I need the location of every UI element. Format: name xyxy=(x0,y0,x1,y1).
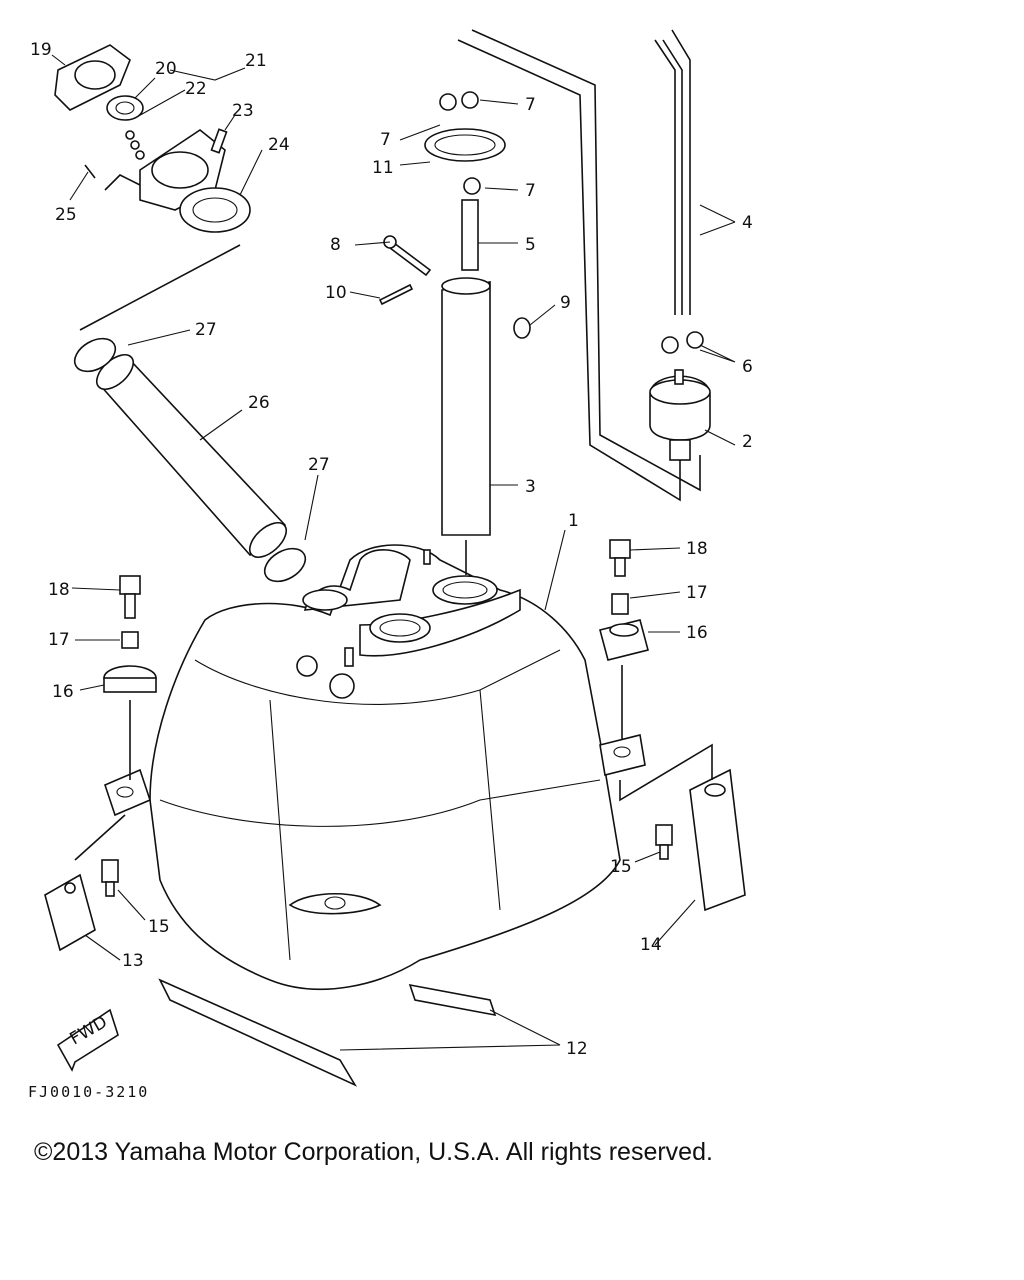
label-part-14: 14 xyxy=(640,935,662,955)
label-part-22: 22 xyxy=(185,79,207,99)
label-part-15a: 15 xyxy=(148,917,170,937)
label-part-5: 5 xyxy=(525,235,536,255)
label-part-25: 25 xyxy=(55,205,77,225)
label-part-10: 10 xyxy=(325,283,347,303)
label-part-8: 8 xyxy=(330,235,341,255)
tank-pads xyxy=(158,978,497,1087)
label-part-21: 21 xyxy=(245,51,267,71)
label-part-20: 20 xyxy=(155,59,177,79)
filler-cap-assembly xyxy=(54,44,251,233)
sender-tube xyxy=(424,29,701,575)
label-part-16a: 16 xyxy=(52,682,74,702)
mount-hardware-right xyxy=(599,539,746,912)
label-part-18b: 18 xyxy=(686,539,708,559)
small-fasteners xyxy=(378,235,531,339)
label-part-19: 19 xyxy=(30,40,52,60)
fuel-tank xyxy=(104,544,646,991)
label-part-7b: 7 xyxy=(380,130,391,150)
label-part-4: 4 xyxy=(742,213,753,233)
label-part-26: 26 xyxy=(248,393,270,413)
diagram-code: FJ0010-3210 xyxy=(28,1083,149,1101)
label-part-17b: 17 xyxy=(686,583,708,603)
label-part-23: 23 xyxy=(232,101,254,121)
label-part-3: 3 xyxy=(525,477,536,497)
copyright-notice: ©2013 Yamaha Motor Corporation, U.S.A. A… xyxy=(34,1138,713,1166)
label-part-15b: 15 xyxy=(610,857,632,877)
label-part-9: 9 xyxy=(560,293,571,313)
label-part-17a: 17 xyxy=(48,630,70,650)
label-part-1: 1 xyxy=(568,511,579,531)
label-part-11: 11 xyxy=(372,158,394,178)
fuel-filter xyxy=(649,29,711,461)
label-part-18a: 18 xyxy=(48,580,70,600)
label-part-16b: 16 xyxy=(686,623,708,643)
label-part-24: 24 xyxy=(268,135,290,155)
label-part-27b: 27 xyxy=(308,455,330,475)
callout-labels: 1 2 3 4 5 6 7 7 7 8 9 10 11 12 13 14 15 … xyxy=(30,40,753,1059)
label-part-27a: 27 xyxy=(195,320,217,340)
filler-hose xyxy=(73,244,307,583)
label-part-12: 12 xyxy=(566,1039,588,1059)
label-part-13: 13 xyxy=(122,951,144,971)
label-part-6: 6 xyxy=(742,357,753,377)
forward-arrow-icon: FWD xyxy=(56,1008,119,1072)
label-part-2: 2 xyxy=(742,432,753,452)
leader-lines xyxy=(51,54,736,1051)
label-part-7c: 7 xyxy=(525,181,536,201)
mount-hardware-left xyxy=(44,575,157,952)
label-part-7a: 7 xyxy=(525,95,536,115)
